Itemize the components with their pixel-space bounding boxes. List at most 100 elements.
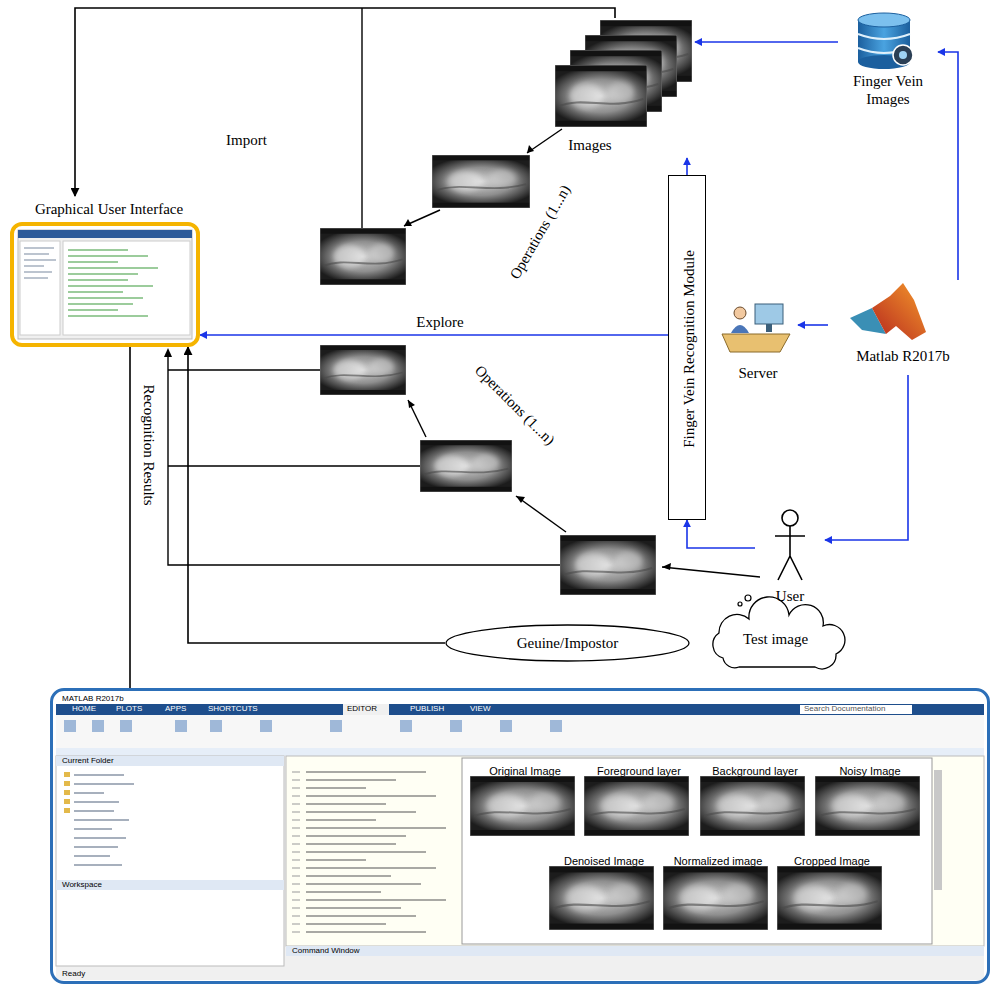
edge-label: Explore: [414, 313, 465, 331]
matlab-screenshot: [64, 790, 70, 795]
matlab-screenshot: [56, 756, 284, 766]
matlab-screenshot: [584, 776, 689, 836]
image-caption: Original Image: [470, 765, 580, 778]
gui-screenshot: [18, 230, 192, 339]
text-slot: Test image: [703, 608, 848, 670]
image-caption: Cropped Image: [777, 855, 887, 868]
matlab-screenshot: [56, 694, 984, 980]
text-slot: Finger Vein Recognition Module: [669, 176, 707, 521]
database-icon: [893, 45, 913, 65]
connector: [687, 520, 755, 548]
upper-operation-chain: [527, 145, 534, 153]
screenshot-panel: Original Image Foreground layer Background…: [50, 688, 990, 984]
image-stack: Images: [545, 18, 695, 158]
upper-operation-chain: [320, 228, 406, 285]
gui-screenshot: [24, 248, 56, 278]
cloud-outline: [713, 597, 845, 669]
matlab-screenshot: [700, 776, 805, 836]
label-slot: MATLAB R2017b: [62, 694, 162, 704]
node-label: Finger Vein Recognition Module: [679, 250, 697, 448]
matlab-screenshot: [56, 694, 984, 704]
matlab-screenshot: [286, 756, 984, 946]
screenshot-text: Ready: [62, 969, 122, 979]
label-slot: APPS: [165, 704, 205, 714]
matlab-logo: [850, 283, 926, 340]
upper-operation-chain: [404, 210, 440, 226]
lower-operation-chain: [408, 400, 415, 408]
image-caption: Background layer: [700, 765, 810, 778]
matlab-screenshot: [64, 720, 562, 732]
matlab-screenshot: [64, 808, 70, 813]
matlab-screenshot: [306, 772, 446, 932]
image-caption: Foreground layer: [584, 765, 694, 778]
screenshot-text: Workspace: [62, 880, 162, 890]
matlab-screenshot: [56, 715, 984, 748]
label-slot: Operations (1...n): [490, 157, 589, 307]
text-slot: Cropped Image: [777, 855, 887, 868]
label-slot: Current Folder: [62, 756, 162, 766]
label-slot: PLOTS: [116, 704, 156, 714]
connector: [129, 347, 131, 688]
image-stack: [555, 65, 647, 127]
server-icon: [734, 307, 746, 319]
upper-operation-chain: [404, 219, 412, 226]
matlab-screenshot: [292, 772, 300, 932]
gui-screenshot: [63, 241, 190, 335]
user-figure: [782, 510, 798, 526]
user-figure: User: [755, 505, 825, 610]
lower-operation-chain: [408, 400, 426, 437]
upper-operation-chain: [527, 129, 562, 153]
matlab-screenshot: [64, 720, 76, 732]
user-figure: [775, 526, 805, 580]
text-slot: Foreground layer: [584, 765, 694, 778]
text-slot: User: [755, 587, 825, 605]
server-icon: [755, 304, 783, 324]
matlab-screenshot: [549, 866, 654, 930]
lower-operation-chain: [420, 440, 512, 492]
matlab-screenshot: [815, 776, 920, 836]
matlab-screenshot: [175, 720, 187, 732]
matlab-screenshot: [64, 781, 70, 786]
lower-operation-chain: [320, 345, 406, 395]
screenshot-text: APPS: [165, 704, 205, 714]
lower-operation-chain: [168, 356, 560, 565]
matlab-screenshot: [210, 720, 222, 732]
matlab-screenshot: [56, 694, 984, 980]
matlab-screenshot: [550, 720, 562, 732]
text-slot: Matlab R2017b: [828, 347, 978, 365]
connector: [200, 334, 668, 336]
screenshot-text: SHORTCUTS: [208, 704, 278, 714]
text-slot: Images: [555, 136, 625, 154]
ellipse-outline: [446, 625, 689, 661]
matlab-screenshot: [934, 770, 942, 890]
label-slot: VIEW: [470, 704, 510, 714]
matlab-screenshot: [120, 720, 132, 732]
database-icon: [858, 13, 913, 69]
image-caption: Denoised Image: [549, 855, 659, 868]
result-ellipse: Geuine/Impostor: [445, 624, 690, 662]
diagram-note: Operations (1...n): [471, 361, 559, 449]
matlab-screenshot: [56, 748, 984, 756]
matlab-screenshot: [64, 799, 70, 804]
node-label: Server: [718, 364, 798, 382]
database-icon: Finger Vein Images: [838, 12, 938, 112]
matlab-screenshot: [260, 720, 272, 732]
matlab-screenshot: [462, 758, 932, 944]
gui-screenshot: [18, 230, 192, 339]
module-box: Finger Vein Recognition Module: [668, 175, 706, 520]
label-slot: Import: [226, 131, 296, 149]
label-slot: HOME: [72, 704, 112, 714]
user-figure: [775, 510, 805, 580]
matlab-screenshot: [64, 772, 70, 777]
label-slot: Command Window: [292, 946, 412, 956]
text-slot: Graphical User Interface: [14, 200, 204, 218]
server-icon: [722, 304, 790, 352]
database-icon: [899, 51, 907, 59]
connector: [798, 324, 828, 326]
text-slot: Geuine/Impostor: [445, 624, 690, 662]
matlab-screenshot: [777, 866, 882, 930]
thought-bubbles: [745, 595, 751, 601]
image-stack: [555, 20, 692, 127]
matlab-screenshot: [56, 968, 984, 980]
